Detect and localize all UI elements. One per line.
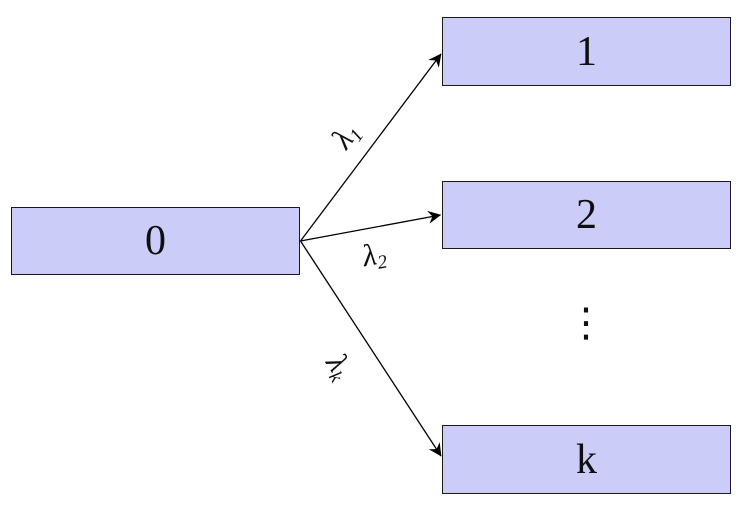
vertical-ellipsis: ⋮ [566, 300, 606, 346]
node-state-k: k [442, 425, 731, 494]
node-state-1-label: 1 [576, 28, 597, 75]
edge-arrow-0-to-1 [299, 53, 442, 242]
node-state-k-label: k [576, 436, 597, 483]
edge-arrow-0-to-k [299, 240, 442, 457]
node-state-2-label: 2 [576, 192, 597, 238]
edge-arrow-0-to-2 [300, 210, 442, 242]
node-state-1: 1 [442, 17, 731, 86]
node-state-0: 0 [11, 207, 300, 275]
node-state-2: 2 [442, 181, 731, 249]
node-state-0-label: 0 [145, 218, 166, 264]
